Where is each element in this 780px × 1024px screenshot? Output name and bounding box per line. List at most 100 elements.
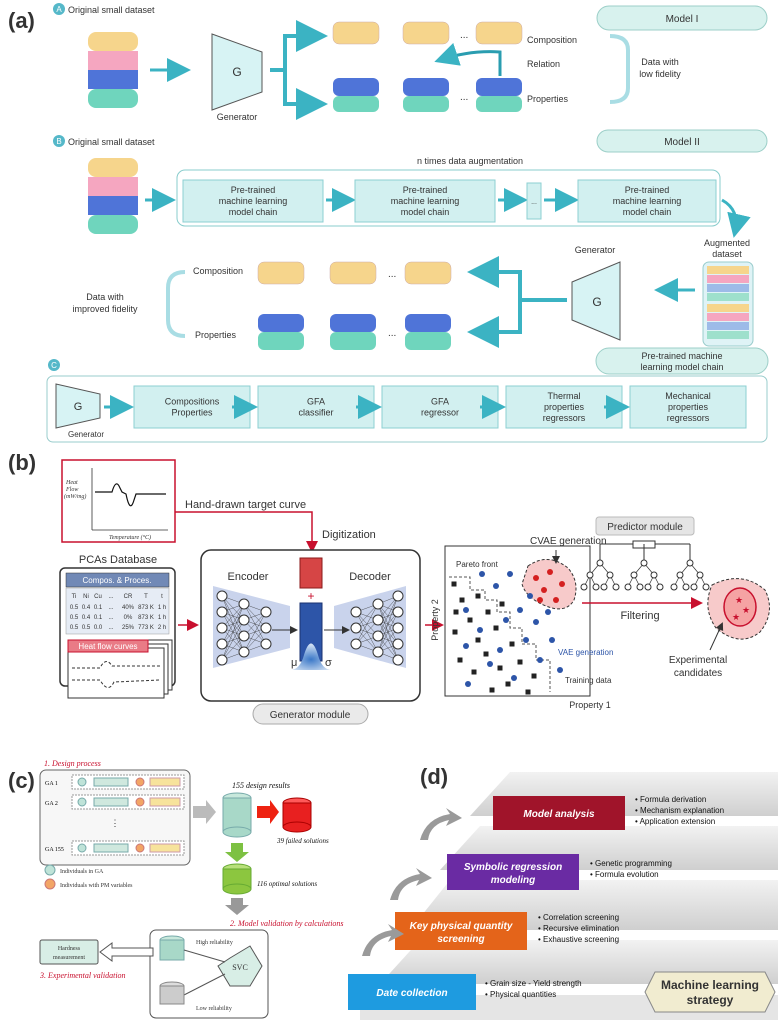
cvae-point	[559, 581, 565, 587]
candidates-arrow	[709, 622, 724, 651]
table-cell: 0.5	[70, 625, 79, 631]
arrow-a2	[270, 20, 328, 72]
tree-node	[596, 559, 604, 567]
tree-node	[612, 583, 620, 591]
nn-node	[392, 606, 404, 618]
nn-node	[392, 590, 404, 602]
cvae-point	[533, 575, 539, 581]
title-a: Original small dataset	[68, 5, 155, 15]
tree-node	[690, 583, 698, 591]
strategy-step-title: screening	[437, 934, 484, 945]
heat-flow-curve-2	[72, 679, 161, 688]
hardness-box	[39, 939, 99, 965]
pipeline-box-5-line-2: properties	[668, 402, 709, 412]
optimal-cylinder-base	[222, 883, 252, 895]
ellipsis-a2: ...	[460, 92, 468, 103]
nn-node	[372, 598, 384, 610]
ga-label: GA 1	[45, 781, 58, 787]
chain-box-2: Pre-trained machine learning model chain	[354, 179, 496, 223]
vae-point	[497, 647, 503, 653]
vae-point	[493, 583, 499, 589]
generator-b-label: Generator	[575, 245, 616, 255]
tree-node	[592, 583, 600, 591]
strategy-bullet: • Recursive elimination	[538, 924, 619, 933]
decoder-label: Decoder	[349, 571, 391, 583]
augmented-dataset	[702, 261, 754, 347]
strategy-bullet: • Correlation screening	[538, 913, 619, 922]
training-point	[531, 673, 537, 679]
svg-text:machine learning: machine learning	[219, 196, 288, 206]
failed-label: 39 failed solutions	[276, 837, 329, 845]
panel-d-label: (d)	[420, 764, 448, 789]
table-cell: 0.5	[70, 615, 79, 621]
fidelity-bracket-a	[609, 34, 630, 104]
training-point	[467, 617, 473, 623]
plus-sign: +	[307, 589, 314, 603]
ga-output-box	[149, 797, 181, 807]
low-cylinder	[159, 985, 185, 1005]
curved-arrow-3	[420, 808, 462, 840]
relation-label: Relation	[527, 59, 560, 69]
properties-label-b: Properties	[195, 330, 237, 340]
svg-text:model chain: model chain	[623, 207, 672, 217]
strategy-step-2	[447, 854, 579, 890]
high-cylinder	[159, 939, 185, 961]
table-cell: 40%	[122, 605, 135, 611]
tree-node	[580, 583, 588, 591]
pipeline-box-3-line-2: regressor	[421, 408, 459, 418]
table-cell: ...	[108, 605, 113, 611]
experimental-validation-label: 3. Experimental validation	[39, 971, 126, 980]
hardness-2: measurement	[53, 955, 85, 961]
table-cell: 25%	[122, 625, 135, 631]
pipeline-box-4	[505, 385, 623, 429]
candidate-star-3: ★	[732, 612, 740, 622]
condition-vector	[299, 557, 323, 589]
nn-node	[216, 622, 228, 634]
vae-point	[477, 627, 483, 633]
tree-node	[650, 571, 658, 579]
nn-node	[350, 638, 362, 650]
ga-model-box	[93, 797, 129, 807]
property1-label: Property 1	[569, 700, 611, 710]
nn-node	[238, 614, 250, 626]
nn-node	[216, 638, 228, 650]
vae-point	[533, 619, 539, 625]
heat-flow-curve-1	[72, 661, 160, 669]
optimal-label: 116 optimal solutions	[257, 880, 317, 888]
strategy-steps: Model analysis• Formula derivation• Mech…	[348, 795, 724, 1010]
chain-box-1: Pre-trained machine learning model chain	[182, 179, 324, 223]
strategy-step-title: Key physical quantity	[410, 921, 513, 932]
predictor-box	[595, 516, 695, 536]
strategy-bullet: • Application extension	[635, 817, 715, 826]
pm-node-icon	[135, 797, 145, 807]
fidelity-imp-1: Data with	[86, 292, 124, 302]
model1-box	[596, 5, 768, 31]
pipeline-boxes: CompositionsPropertiesGFAclassifierGFAre…	[104, 385, 747, 429]
predictor-label: Predictor module	[607, 522, 683, 533]
chain-ellipsis-box	[526, 182, 542, 220]
training-point	[489, 687, 495, 693]
vae-point	[549, 637, 555, 643]
nn-node	[350, 622, 362, 634]
table-cell: ...	[108, 625, 113, 631]
nn-edge	[221, 619, 245, 661]
model2-label: Model II	[664, 137, 700, 148]
vae-point	[527, 593, 533, 599]
ga-node-icon	[77, 797, 87, 807]
training-point	[497, 665, 503, 671]
pipeline-box-3	[381, 385, 499, 429]
results-cylinder-base	[222, 826, 252, 838]
arrow-to-validation	[225, 898, 249, 915]
generator-c	[55, 383, 101, 429]
strategy-bullet: • Grain size - Yield strength	[485, 979, 582, 988]
badge-c	[48, 359, 60, 371]
table-cell: 0.5	[70, 605, 79, 611]
encoder-label: Encoder	[228, 571, 269, 583]
generator-b-g: G	[592, 295, 601, 309]
pretrained-chain-2: learning model chain	[640, 362, 723, 372]
results-label: 155 design results	[232, 781, 290, 790]
svg-text:model chain: model chain	[229, 207, 278, 217]
compos-header: Compos. & Proces.	[83, 576, 152, 585]
vae-point	[503, 617, 509, 623]
compos-table	[65, 587, 170, 635]
